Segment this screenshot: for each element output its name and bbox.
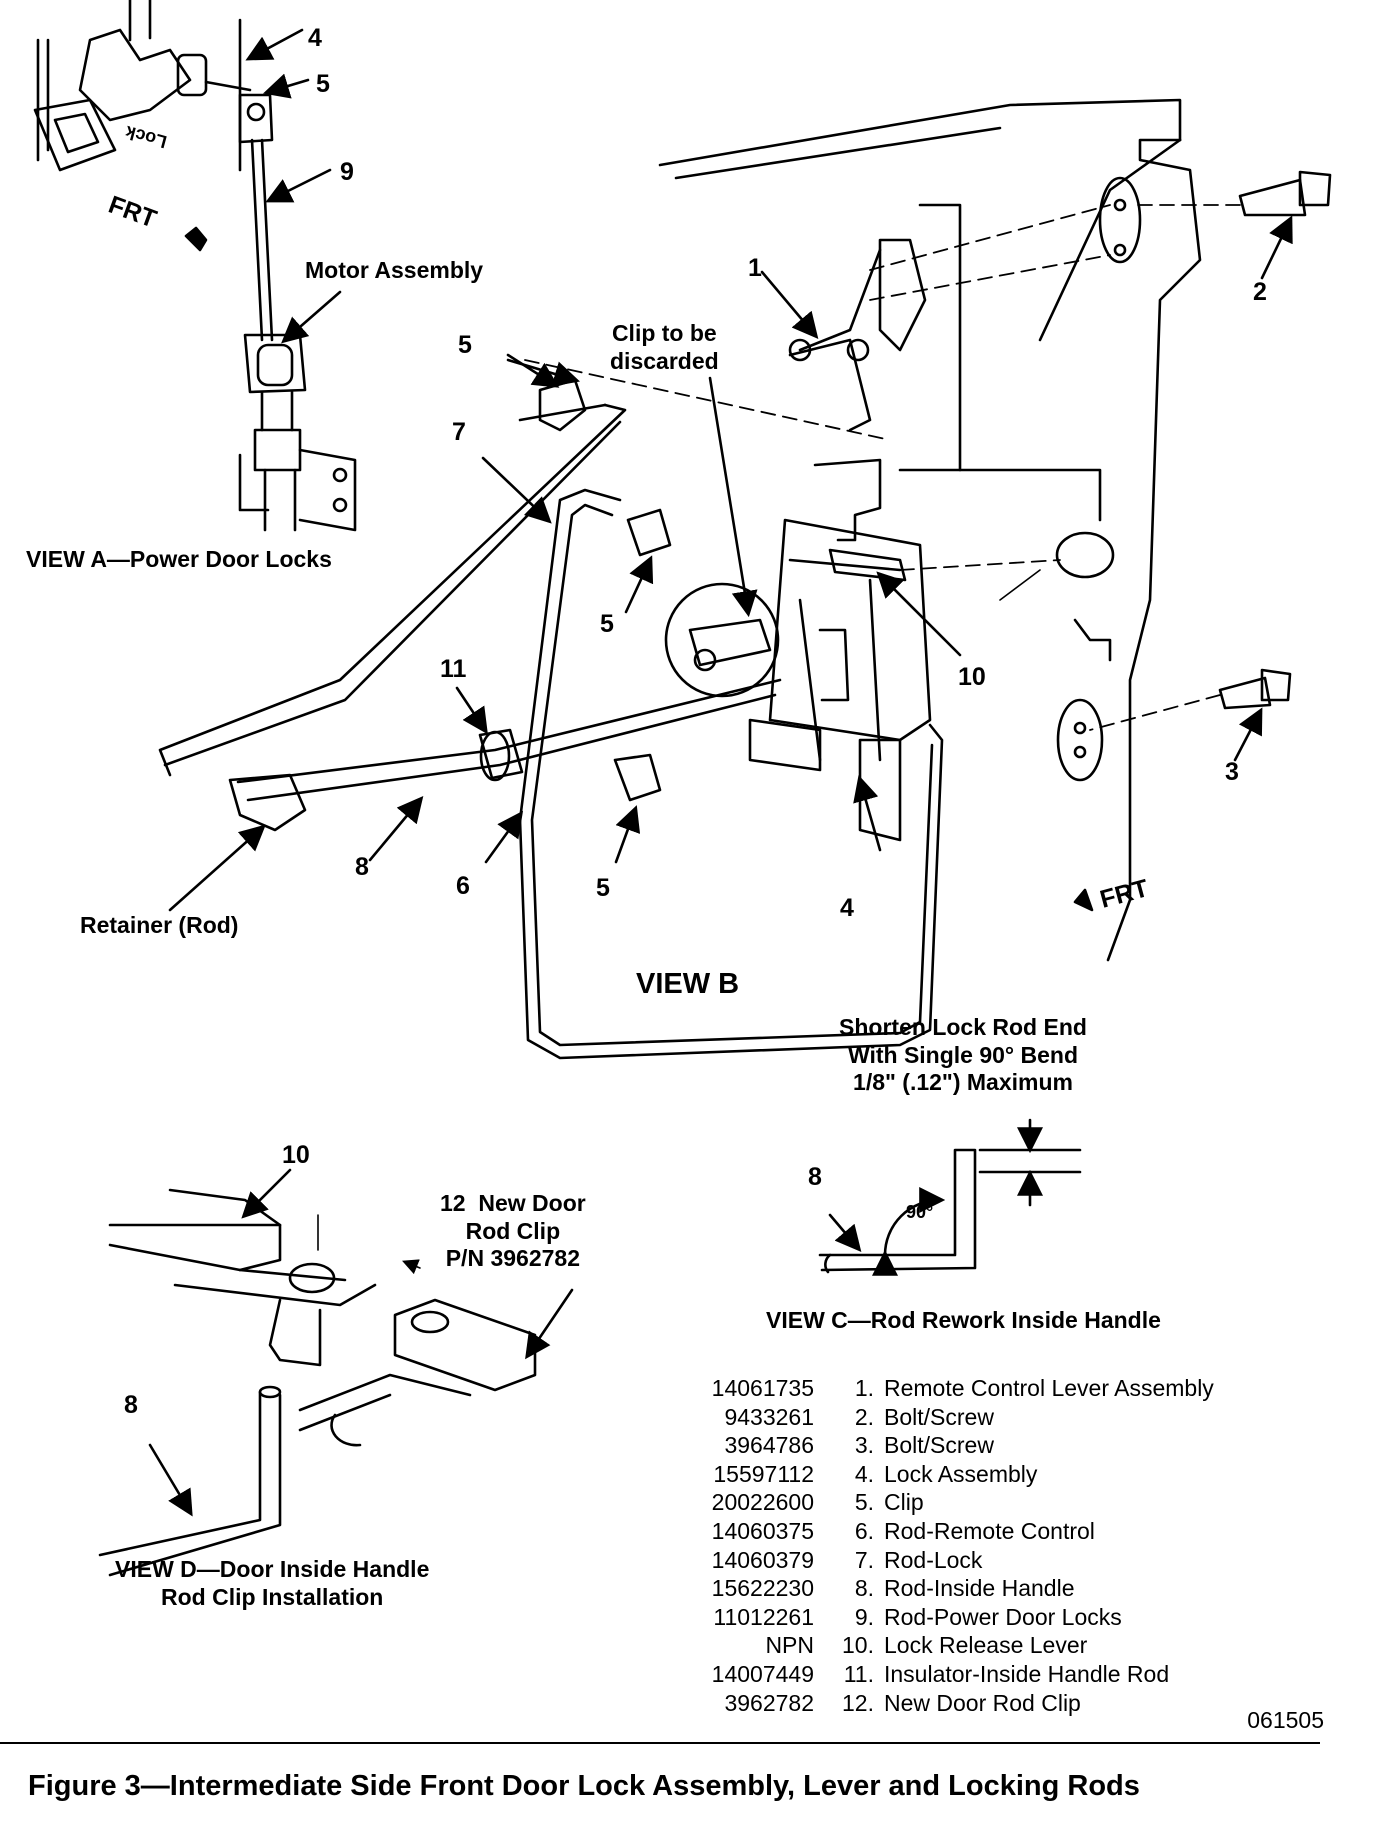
view-c-drawing [818, 1118, 1082, 1276]
part-name: Lock Assembly [884, 1460, 1038, 1487]
part-name: Rod-Power Door Locks [884, 1603, 1122, 1630]
parts-row: 11012261 9. Rod-Power Door Locks [688, 1603, 1214, 1632]
item-number: 3. [854, 1432, 874, 1459]
divider-line [0, 1742, 1320, 1744]
view-c-title: VIEW C—Rod Rework Inside Handle [766, 1307, 1161, 1333]
parts-row: 14061735 1. Remote Control Lever Assembly [688, 1374, 1214, 1403]
view-b-title: VIEW B [636, 968, 740, 1000]
view-b-drawing [158, 98, 1332, 1060]
item-number: 11. [843, 1660, 874, 1687]
callout-1: 1 [748, 254, 762, 282]
item-number: 5. [854, 1489, 874, 1516]
part-name: Rod-Lock [884, 1546, 983, 1573]
parts-row: 20022600 5. Clip [688, 1488, 1214, 1517]
view-d-drawing [98, 1168, 574, 1577]
parts-row: 3964786 3. Bolt/Screw [688, 1431, 1214, 1460]
item-number: 8. [854, 1575, 874, 1602]
part-number: NPN [765, 1632, 814, 1659]
reference-code: 061505 [1247, 1707, 1324, 1733]
part-number: 14060379 [711, 1546, 814, 1573]
part-name: New Door Rod Clip [884, 1689, 1081, 1716]
angle-90-label: 90° [906, 1202, 934, 1222]
parts-row: 14060379 7. Rod-Lock [688, 1546, 1214, 1575]
part-name: Bolt/Screw [884, 1403, 994, 1430]
item-number: 4. [854, 1460, 874, 1487]
parts-row: 15597112 4. Lock Assembly [688, 1460, 1214, 1489]
parts-row: 3962782 12. New Door Rod Clip [688, 1689, 1214, 1718]
view-c-note: Shorten Lock Rod End With Single 90° Ben… [839, 1014, 1087, 1096]
motor-assembly-label: Motor Assembly [305, 257, 484, 283]
callout-8-view-b: 8 [355, 853, 369, 881]
callout-5-mid: 5 [600, 610, 614, 638]
callout-4-view-a: 4 [308, 24, 322, 52]
part-number: 3962782 [724, 1689, 814, 1716]
part-name: Bolt/Screw [884, 1432, 994, 1459]
figure-caption: Figure 3—Intermediate Side Front Door Lo… [28, 1770, 1140, 1802]
part-number: 14060375 [711, 1517, 814, 1544]
callout-5-low: 5 [596, 874, 610, 902]
callout-4-view-b: 4 [840, 894, 854, 922]
part-number: 9433261 [724, 1403, 814, 1430]
parts-row: 15622230 8. Rod-Inside Handle [688, 1574, 1214, 1603]
part-number: 14061735 [711, 1375, 814, 1401]
parts-row: NPN 10. Lock Release Lever [688, 1631, 1214, 1660]
view-a-title: VIEW A—Power Door Locks [26, 546, 332, 572]
callout-5-view-a: 5 [316, 70, 330, 98]
callout-9: 9 [340, 158, 354, 186]
parts-row: 14060375 6. Rod-Remote Control [688, 1517, 1214, 1546]
callout-2: 2 [1253, 278, 1267, 306]
parts-row: 9433261 2. Bolt/Screw [688, 1403, 1214, 1432]
part-name: Rod-Inside Handle [884, 1575, 1075, 1602]
part-name: Clip [884, 1489, 924, 1516]
item-number: 2. [854, 1403, 874, 1430]
item-number: 1. [854, 1375, 874, 1401]
item-number: 9. [854, 1603, 874, 1630]
view-a-drawing [33, 0, 357, 532]
new-door-rod-clip-label: 12 New Door Rod Clip P/N 3962782 [440, 1190, 586, 1272]
callout-11: 11 [440, 655, 467, 683]
parts-row: 14007449 11. Insulator-Inside Handle Rod [688, 1660, 1214, 1689]
part-name: Rod-Remote Control [884, 1517, 1095, 1544]
part-number: 20022600 [711, 1489, 814, 1516]
part-number: 15597112 [713, 1460, 814, 1487]
part-number: 15622230 [711, 1575, 814, 1602]
callout-10-view-d: 10 [282, 1141, 310, 1169]
view-d-title: VIEW D—Door Inside Handle Rod Clip Insta… [115, 1556, 430, 1610]
item-number: 7. [854, 1546, 874, 1573]
callout-7: 7 [452, 418, 466, 446]
part-number: 14007449 [711, 1660, 814, 1687]
part-number: 11012261 [713, 1603, 814, 1630]
part-name: Insulator-Inside Handle Rod [884, 1660, 1170, 1687]
callout-10: 10 [958, 663, 986, 691]
item-number: 12. [842, 1689, 874, 1716]
part-name: Remote Control Lever Assembly [884, 1375, 1214, 1401]
item-number: 6. [854, 1517, 874, 1544]
clip-to-be-discarded-label: Clip to be discarded [610, 320, 719, 374]
part-number: 3964786 [724, 1432, 814, 1459]
callout-5-top: 5 [458, 331, 472, 359]
callout-8-view-d: 8 [124, 1391, 138, 1419]
retainer-rod-label: Retainer (Rod) [80, 912, 239, 938]
part-name: Lock Release Lever [884, 1632, 1088, 1659]
callout-8-view-c: 8 [808, 1163, 822, 1191]
item-number: 10. [842, 1632, 874, 1659]
callout-6: 6 [456, 872, 470, 900]
callout-3: 3 [1225, 758, 1239, 786]
